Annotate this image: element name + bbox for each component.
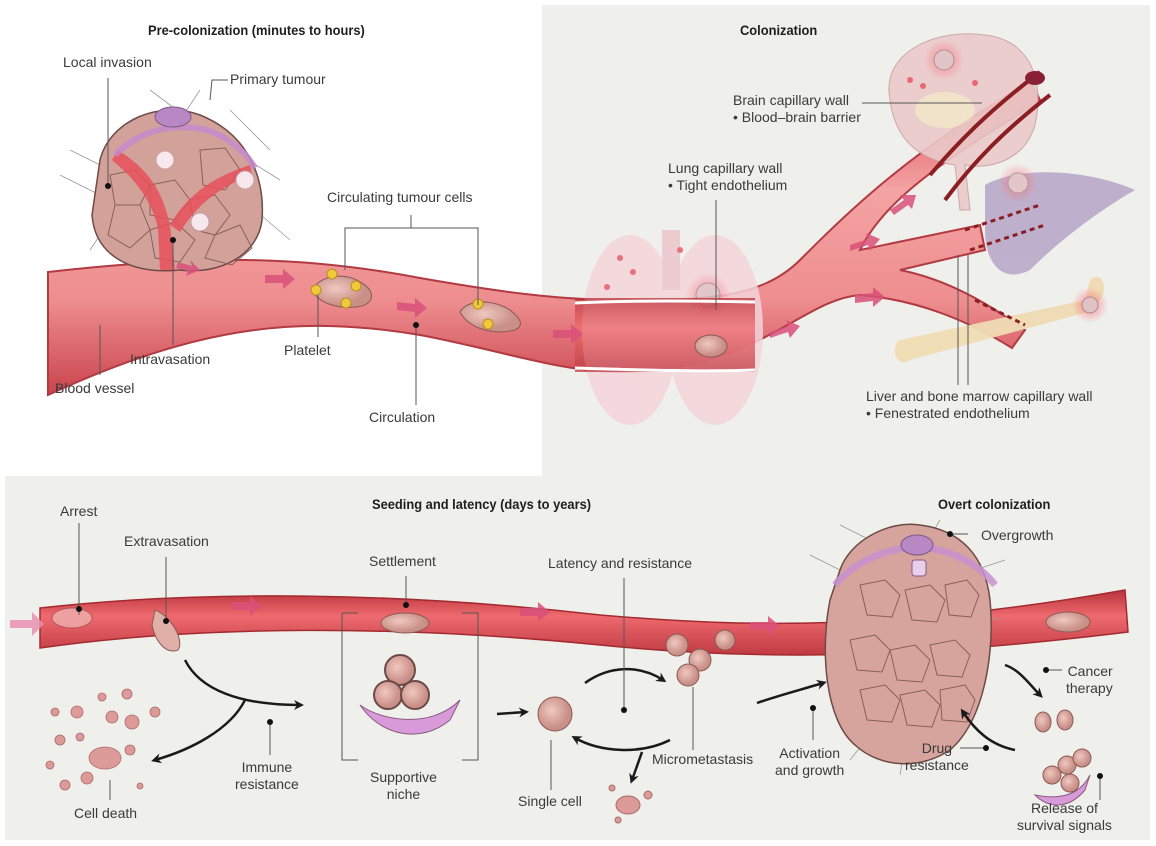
label-micrometastasis: Micrometastasis — [652, 751, 754, 767]
label-overgrowth: Overgrowth — [981, 527, 1054, 543]
label-cancer-therapy: Cancer therapy — [1066, 663, 1113, 696]
label-circulation: Circulation — [369, 409, 436, 425]
flow-arrows-top — [176, 195, 916, 344]
brain-vessel-end — [1025, 71, 1045, 85]
label-blood-brain-barrier: • Blood–brain barrier — [733, 109, 861, 125]
label-activation-growth: Activation and growth — [775, 745, 845, 778]
label-fenestrated-endothelium: • Fenestrated endothelium — [866, 405, 1030, 421]
label-supportive-niche: Supportive niche — [370, 769, 437, 802]
label-extravasation: Extravasation — [124, 533, 209, 549]
title-overt-colonization: Overt colonization — [938, 496, 1051, 512]
micrometastasis-illustration — [665, 629, 736, 687]
bone — [894, 276, 1108, 363]
flow-arrows-bottom — [10, 596, 780, 636]
label-tight-endothelium: • Tight endothelium — [668, 177, 788, 193]
label-single-cell: Single cell — [518, 793, 582, 809]
label-lung-capillary-wall: Lung capillary wall — [668, 160, 783, 176]
title-precolonization: Pre-colonization (minutes to hours) — [148, 22, 365, 38]
label-settlement: Settlement — [369, 553, 436, 569]
label-local-invasion: Local invasion — [63, 54, 152, 70]
latency-debris — [608, 784, 653, 824]
lung-vessel-segment — [575, 298, 755, 372]
label-latency-resistance: Latency and resistance — [548, 555, 692, 571]
overt-tumour — [809, 519, 1006, 776]
label-intravasation: Intravasation — [130, 351, 211, 367]
lung-tumour-cell — [694, 334, 728, 358]
label-primary-tumour: Primary tumour — [230, 71, 326, 87]
label-circulating-tumour-cells: Circulating tumour cells — [327, 189, 473, 205]
supportive-niche-illustration — [341, 612, 479, 761]
survival-signals-cluster — [1033, 709, 1092, 806]
label-drug-resistance: Drug resistance — [905, 740, 969, 773]
label-platelet: Platelet — [284, 342, 331, 358]
circulating-tumour-cells — [310, 268, 521, 333]
label-arrest: Arrest — [60, 503, 98, 519]
single-cell-illustration — [537, 696, 573, 732]
label-release-survival-signals: Release of survival signals — [1017, 800, 1112, 833]
title-seeding-latency: Seeding and latency (days to years) — [372, 496, 592, 512]
title-colonization: Colonization — [740, 22, 818, 38]
cell-death-debris — [45, 688, 161, 791]
label-immune-resistance: Immune resistance — [235, 759, 299, 792]
process-arrows — [151, 659, 1043, 784]
label-blood-vessel: Blood vessel — [55, 380, 135, 396]
liver — [985, 163, 1135, 275]
label-cell-death: Cell death — [74, 805, 138, 821]
label-brain-capillary-wall: Brain capillary wall — [733, 92, 849, 108]
brain — [888, 33, 1039, 211]
primary-tumour — [59, 89, 291, 272]
label-liver-bone-marrow-wall: Liver and bone marrow capillary wall — [866, 388, 1093, 404]
